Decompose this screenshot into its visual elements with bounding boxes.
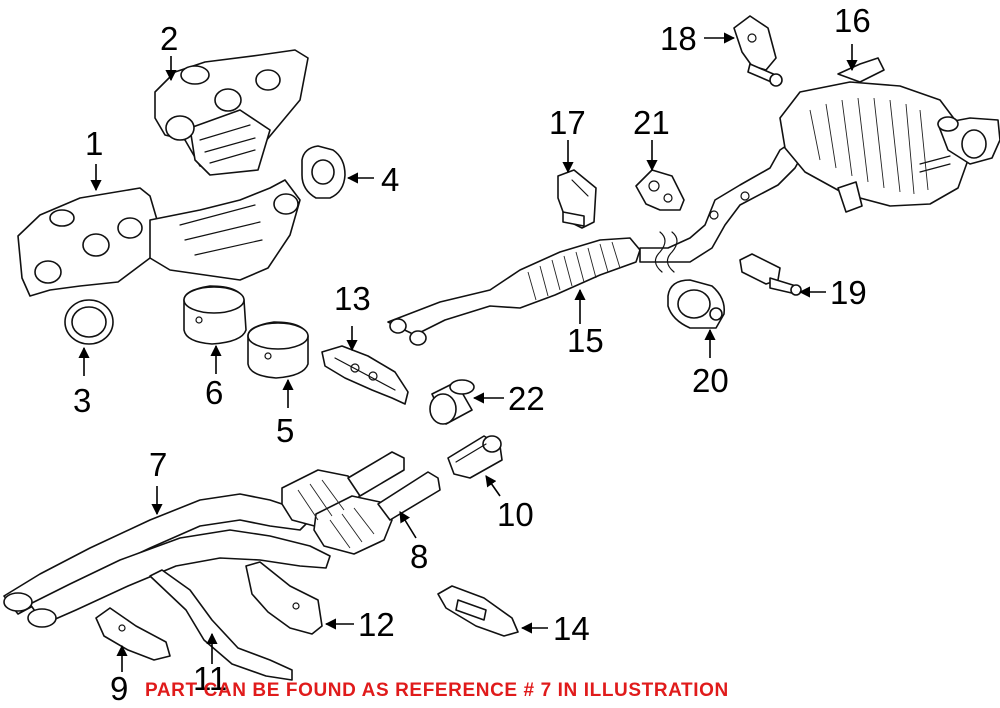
- part-19-hanger-bolt: [739, 253, 802, 296]
- callout-5: 5: [276, 412, 294, 449]
- part-17-hanger: [557, 169, 597, 229]
- part-22-sleeve: [429, 379, 475, 425]
- part-14-bracket: [437, 585, 519, 637]
- part-9-bracket: [95, 607, 171, 661]
- part-11-strap: [149, 569, 293, 681]
- callout-7: 7: [149, 446, 167, 483]
- callout-21: 21: [633, 104, 670, 141]
- callout-22: 22: [508, 380, 545, 417]
- part-18-bracket: [733, 15, 783, 87]
- callout-9: 9: [110, 670, 128, 707]
- part-3-gasket: [64, 299, 114, 345]
- callout-3: 3: [73, 382, 91, 419]
- callout-18: 18: [660, 20, 697, 57]
- callout-11: 11: [193, 660, 227, 697]
- part-6-heat-shield: [183, 285, 247, 345]
- callout-2: 2: [160, 20, 178, 57]
- callout-13: 13: [334, 280, 371, 317]
- callout-10: 10: [497, 496, 534, 533]
- callout-8: 8: [410, 538, 428, 575]
- callout-1: 1: [85, 125, 103, 162]
- part-12-heat-shield: [245, 561, 323, 635]
- part-13-bracket: [321, 345, 409, 405]
- callout-19: 19: [830, 274, 867, 311]
- callout-14: 14: [553, 610, 590, 647]
- part-4-flange-gasket: [301, 145, 346, 199]
- reference-note: PART CAN BE FOUND AS REFERENCE # 7 IN IL…: [145, 680, 729, 701]
- part-10-sleeve: [447, 435, 503, 479]
- part-5-heat-shield: [247, 321, 309, 379]
- callout-6: 6: [205, 374, 223, 411]
- leader-lines: [78, 32, 858, 672]
- callout-17: 17: [549, 104, 586, 141]
- callout-15: 15: [567, 322, 604, 359]
- callout-4: 4: [381, 161, 399, 198]
- part-20-clamp: [667, 279, 726, 329]
- part-15-center-silencer: [387, 139, 806, 346]
- callout-20: 20: [692, 362, 729, 399]
- part-16-rear-muffler: [779, 57, 1000, 213]
- part-21-rubber-mount: [635, 169, 685, 211]
- part-7-front-pipe: [3, 451, 441, 628]
- callout-16: 16: [834, 2, 871, 39]
- part-2-manifold-upper: [154, 49, 309, 176]
- callout-12: 12: [358, 606, 395, 643]
- callout-numbers: 2 1 3 4 6 5 7 8 9 10 11 12 13 14 15 16 1…: [73, 2, 871, 707]
- part-1-manifold-lower: [17, 179, 301, 297]
